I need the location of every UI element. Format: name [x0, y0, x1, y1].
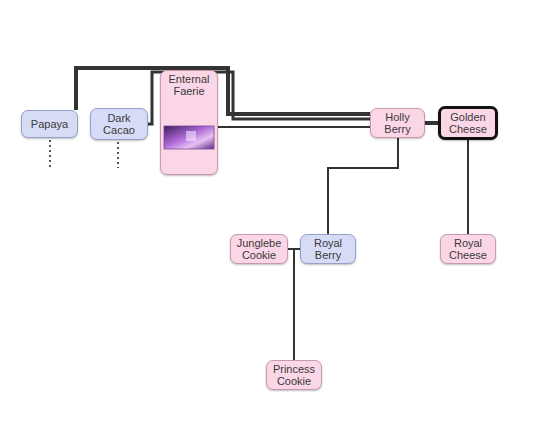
- node-label: Golden Cheese: [441, 111, 495, 135]
- node-label: Royal Berry: [301, 237, 355, 261]
- node-label: Royal Cheese: [441, 237, 495, 261]
- cookie-box: Papaya: [21, 110, 78, 138]
- portrait-highlight: [186, 131, 196, 141]
- connector-line: [218, 126, 370, 128]
- connector-line: [425, 121, 438, 125]
- cookie-box: Holly Berry: [370, 108, 425, 138]
- portrait-image: [164, 126, 214, 149]
- cookie-box: Princess Cookie: [266, 360, 322, 390]
- cookie-box: Royal Berry: [300, 234, 356, 264]
- connector-line: [467, 140, 469, 234]
- cookie-box: Enternal Faerie: [160, 70, 218, 175]
- dotted-stub: [49, 140, 51, 168]
- node-label: Enternal Faerie: [161, 73, 217, 97]
- node-label: Princess Cookie: [267, 363, 321, 387]
- cookie-box: Royal Cheese: [440, 234, 496, 264]
- node-label: Dark Cacao: [91, 112, 147, 136]
- node-label: Junglebe Cookie: [231, 237, 287, 261]
- node-label: Holly Berry: [371, 111, 424, 135]
- connector-line: [294, 249, 300, 360]
- node-label: Papaya: [29, 118, 70, 130]
- cookie-box: Golden Cheese: [438, 106, 498, 140]
- connector-line: [328, 138, 398, 234]
- cookie-box: Dark Cacao: [90, 108, 148, 140]
- cookie-box: Junglebe Cookie: [230, 234, 288, 264]
- dotted-stub: [117, 142, 119, 168]
